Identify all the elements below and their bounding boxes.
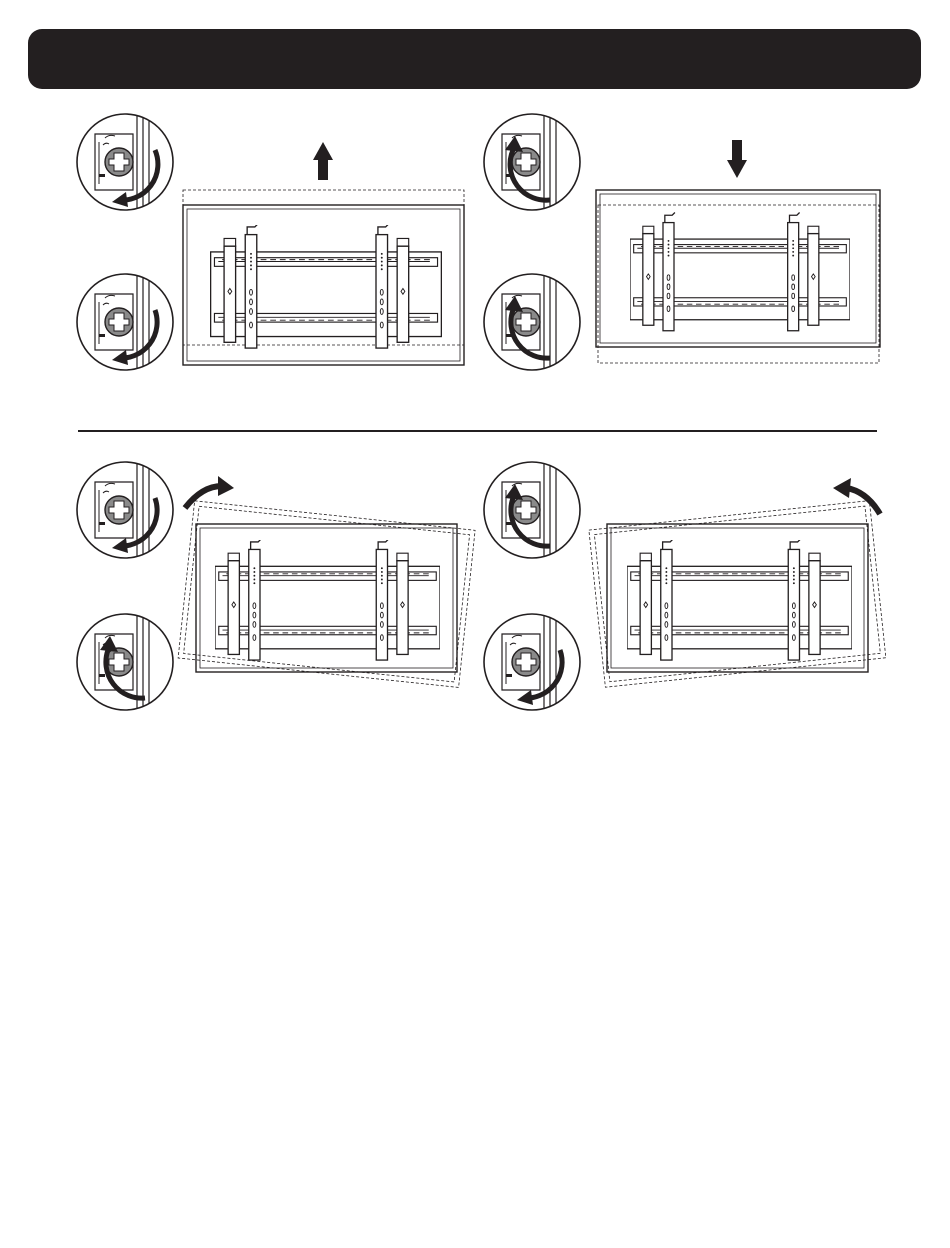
tilt-counterclockwise-diagram: [405, 0, 885, 720]
curved-arrow-right-icon: [185, 476, 234, 508]
panel-tilt-counterclockwise: [405, 0, 885, 725]
